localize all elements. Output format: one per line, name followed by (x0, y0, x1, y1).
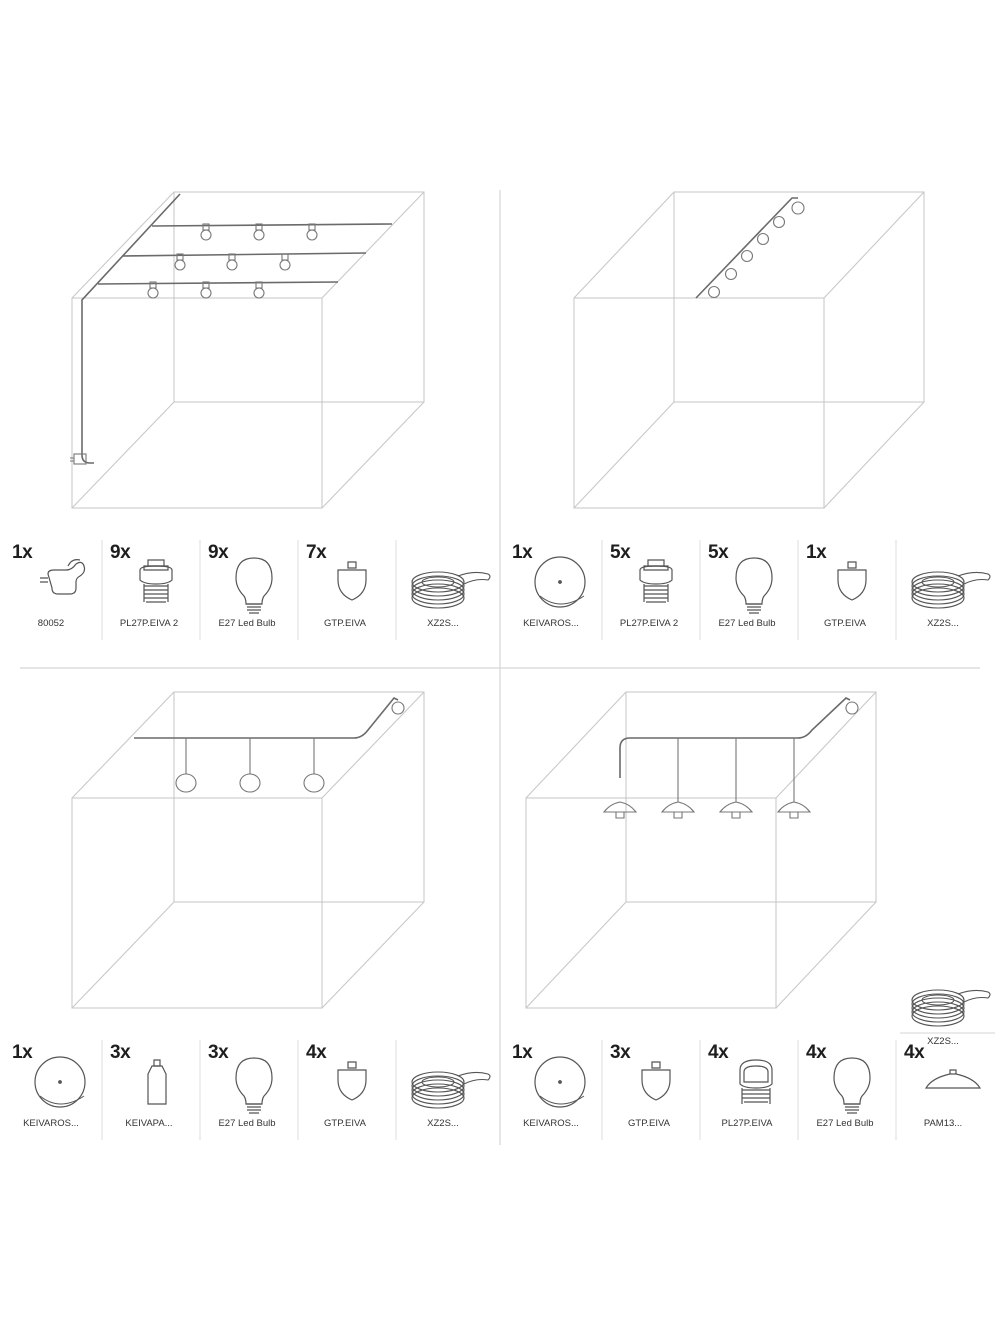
part-label: GTP.EIVA (628, 1118, 670, 1129)
bulbs-top-right (707, 201, 805, 299)
part-quantity: 3x (610, 1042, 631, 1063)
cube-bottom-left (71, 691, 425, 1009)
part-label: KEIVAROS... (523, 1118, 579, 1129)
part-quantity: 5x (610, 542, 631, 563)
part-quantity: 1x (12, 542, 33, 563)
lamp-holder-icon (639, 559, 673, 603)
part-label: KEIVAROS... (23, 1118, 79, 1129)
part-label: PL27P.EIVA 2 (119, 618, 179, 629)
part-quantity: 5x (708, 542, 729, 563)
bulb-icon (735, 557, 773, 614)
wiring-top-left (81, 193, 393, 464)
part-quantity: 3x (110, 1042, 131, 1063)
part-quantity: 9x (110, 542, 131, 563)
part-label: PAM13... (923, 1118, 963, 1129)
cable-coil-icon (911, 989, 991, 1027)
part-label: E27 Led Bulb (816, 1118, 874, 1129)
part-label: XZ2S... (927, 1036, 959, 1047)
part-label: GTP.EIVA (824, 618, 866, 629)
ceiling-rose-icon (534, 1056, 586, 1108)
part-label: GTP.EIVA (324, 618, 366, 629)
part-label: GTP.EIVA (324, 1118, 366, 1129)
part-quantity: 4x (306, 1042, 327, 1063)
part-quantity: 9x (208, 542, 229, 563)
part-label: XZ2S... (427, 618, 459, 629)
part-label: E27 Led Bulb (218, 1118, 276, 1129)
cap-icon (337, 1061, 367, 1101)
cap-icon (641, 1061, 671, 1101)
cube-bottom-right (525, 691, 877, 1009)
part-label: XZ2S... (927, 618, 959, 629)
shades-bottom-right (602, 701, 859, 819)
ceiling-rose-icon (534, 556, 586, 608)
part-quantity: 1x (12, 1042, 33, 1063)
part-label: PL27P.EIVA 2 (619, 618, 679, 629)
part-label: 80052 (37, 618, 65, 629)
cable-coil-icon (411, 1071, 491, 1109)
pendants-bottom-left (175, 701, 405, 793)
lampshade-icon (925, 1069, 981, 1089)
lamp-holder-icon (739, 1059, 773, 1105)
cable-coil-icon (911, 571, 991, 609)
part-quantity: 1x (512, 1042, 533, 1063)
cube-top-left (71, 191, 425, 509)
cap-icon (837, 561, 867, 601)
wiring-bottom-right (619, 697, 851, 778)
bulb-icon (235, 557, 273, 614)
ceiling-rose-icon (34, 1056, 86, 1108)
cable-coil-icon (411, 571, 491, 609)
part-quantity: 7x (306, 542, 327, 563)
part-label: E27 Led Bulb (218, 618, 276, 629)
part-label: XZ2S... (427, 1118, 459, 1129)
part-quantity: 1x (806, 542, 827, 563)
part-quantity: 1x (512, 542, 533, 563)
part-label: PL27P.EIVA (721, 1118, 773, 1129)
cube-top-right (573, 191, 925, 509)
part-label: E27 Led Bulb (718, 618, 776, 629)
wiring-top-right (695, 197, 798, 299)
part-label: KEIVAROS... (523, 618, 579, 629)
part-quantity: 4x (904, 1042, 925, 1063)
pendant-fitting-icon (147, 1059, 167, 1105)
plug-icon (39, 558, 86, 595)
lamp-holder-icon (139, 559, 173, 603)
part-label: KEIVAPA... (125, 1118, 173, 1129)
part-quantity: 4x (806, 1042, 827, 1063)
cap-icon (337, 561, 367, 601)
part-quantity: 3x (208, 1042, 229, 1063)
part-quantity: 4x (708, 1042, 729, 1063)
plug-top-left (70, 453, 87, 465)
wiring-bottom-left (134, 696, 399, 739)
bulb-icon (235, 1057, 273, 1114)
bulb-icon (833, 1057, 871, 1114)
bulbs-top-left (147, 223, 318, 299)
